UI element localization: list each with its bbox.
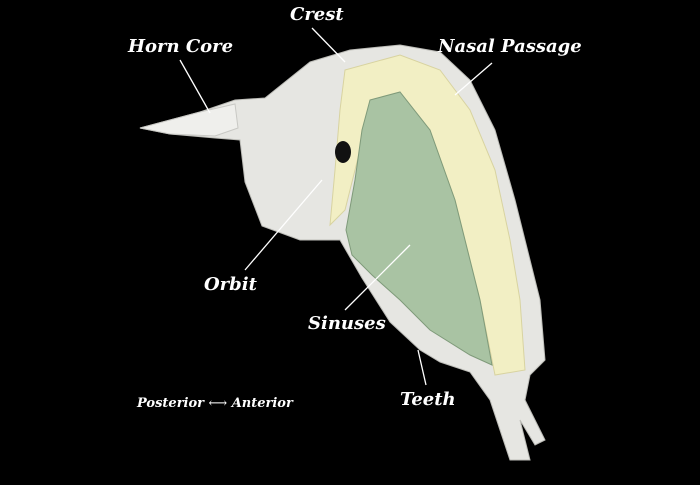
leader-lines (179, 27, 493, 386)
horn-core (139, 103, 239, 137)
horn-core-line (179, 59, 211, 114)
label-orbit: Orbit (204, 274, 257, 295)
orbit-line (244, 179, 323, 271)
double-arrow-icon: ⟷ (208, 396, 228, 411)
orientation-legend: Posterior ⟷ Anterior (137, 396, 293, 411)
orbit-hole (335, 141, 351, 163)
posterior-label: Posterior (137, 396, 204, 411)
crest-line (311, 27, 346, 63)
teeth-line (417, 349, 427, 386)
label-nasal-passage: Nasal Passage (438, 36, 582, 57)
label-sinuses: Sinuses (308, 313, 386, 334)
label-crest: Crest (290, 4, 344, 25)
sinus-region (345, 91, 493, 366)
nasal-passage-line (454, 62, 493, 96)
label-horn-core: Horn Core (128, 36, 234, 57)
label-teeth: Teeth (400, 389, 456, 410)
anterior-label: Anterior (231, 396, 293, 411)
sinuses-line (344, 244, 411, 311)
